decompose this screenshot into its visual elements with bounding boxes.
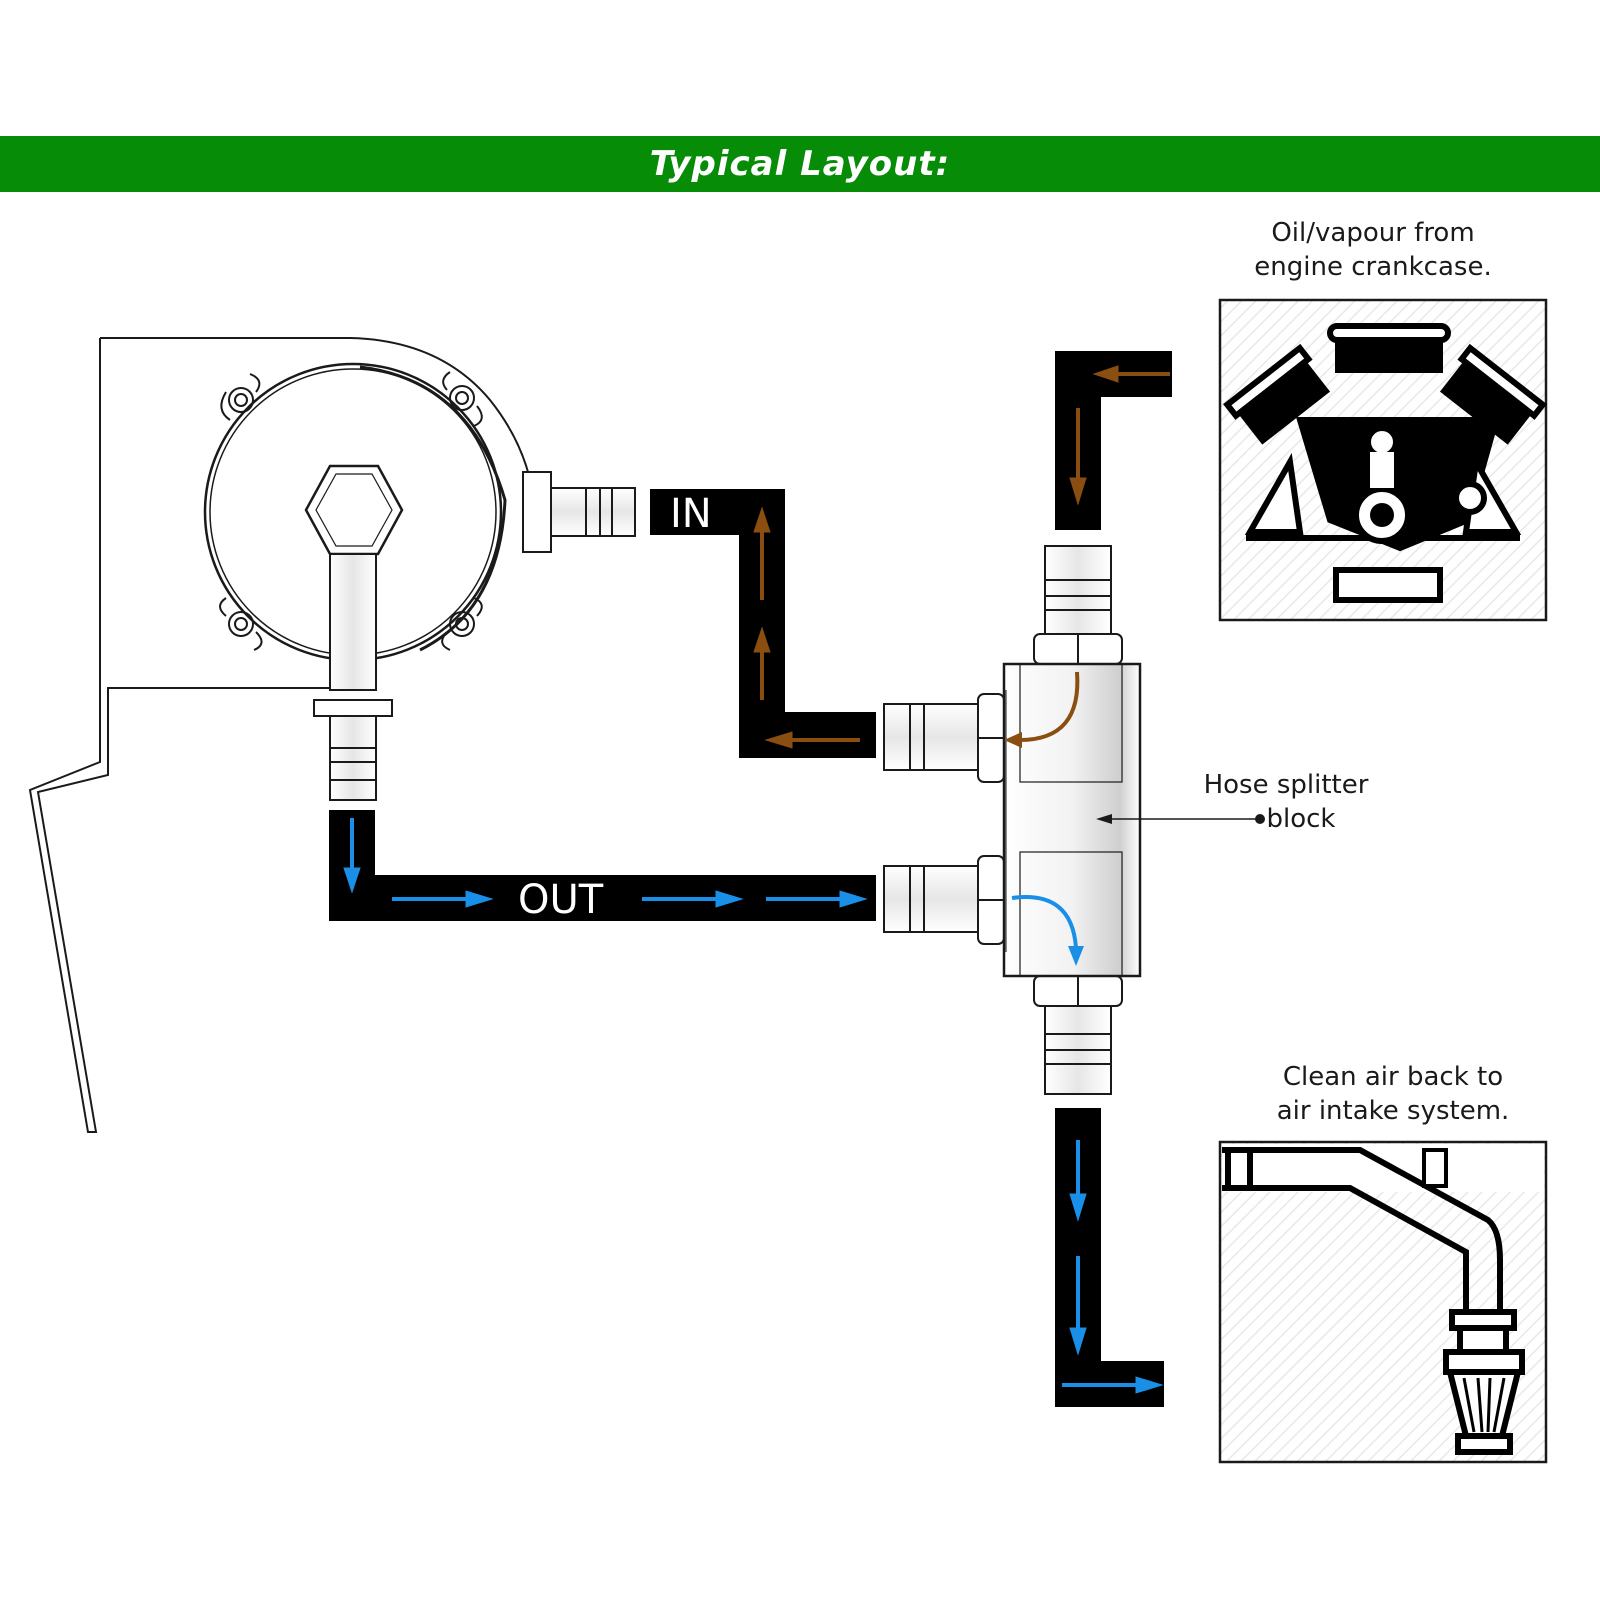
intake-label-line-1: Clean air back to <box>1282 1062 1504 1092</box>
hose-intake <box>1055 1108 1164 1407</box>
catch-can-icon <box>28 337 636 1133</box>
title-banner: Typical Layout: <box>0 136 1600 192</box>
page-title: Typical Layout: <box>649 144 951 184</box>
out-flow-arrows <box>343 818 868 908</box>
intake-flow-arrows <box>1062 1140 1164 1394</box>
crankcase-label-line-2: engine crankcase. <box>1254 252 1492 282</box>
in-flow-arrows <box>753 506 860 749</box>
splitter-label: Hose splitter block <box>1166 768 1406 836</box>
intake-label: Clean air back to air intake system. <box>1218 1060 1568 1128</box>
hose-out-label: OUT <box>518 877 604 923</box>
splitter-callout-pointer <box>1096 814 1265 824</box>
crankcase-flow-arrows <box>1069 365 1170 506</box>
splitter-flow-arrows <box>1004 671 1084 966</box>
air-intake-pipe-icon <box>1218 1140 1548 1464</box>
hose-in <box>650 489 876 758</box>
splitter-label-line-1: Hose splitter <box>1203 770 1369 800</box>
hose-splitter-block-icon <box>883 545 1142 1095</box>
hose-crankcase <box>1055 351 1172 530</box>
crankcase-label-line-1: Oil/vapour from <box>1271 218 1475 248</box>
crankcase-label: Oil/vapour from engine crankcase. <box>1200 216 1546 284</box>
splitter-label-line-2: block <box>1266 804 1336 834</box>
engine-icon <box>1218 298 1548 622</box>
hose-in-label: IN <box>670 491 712 537</box>
intake-label-line-2: air intake system. <box>1276 1096 1510 1126</box>
hose-out <box>329 810 876 921</box>
